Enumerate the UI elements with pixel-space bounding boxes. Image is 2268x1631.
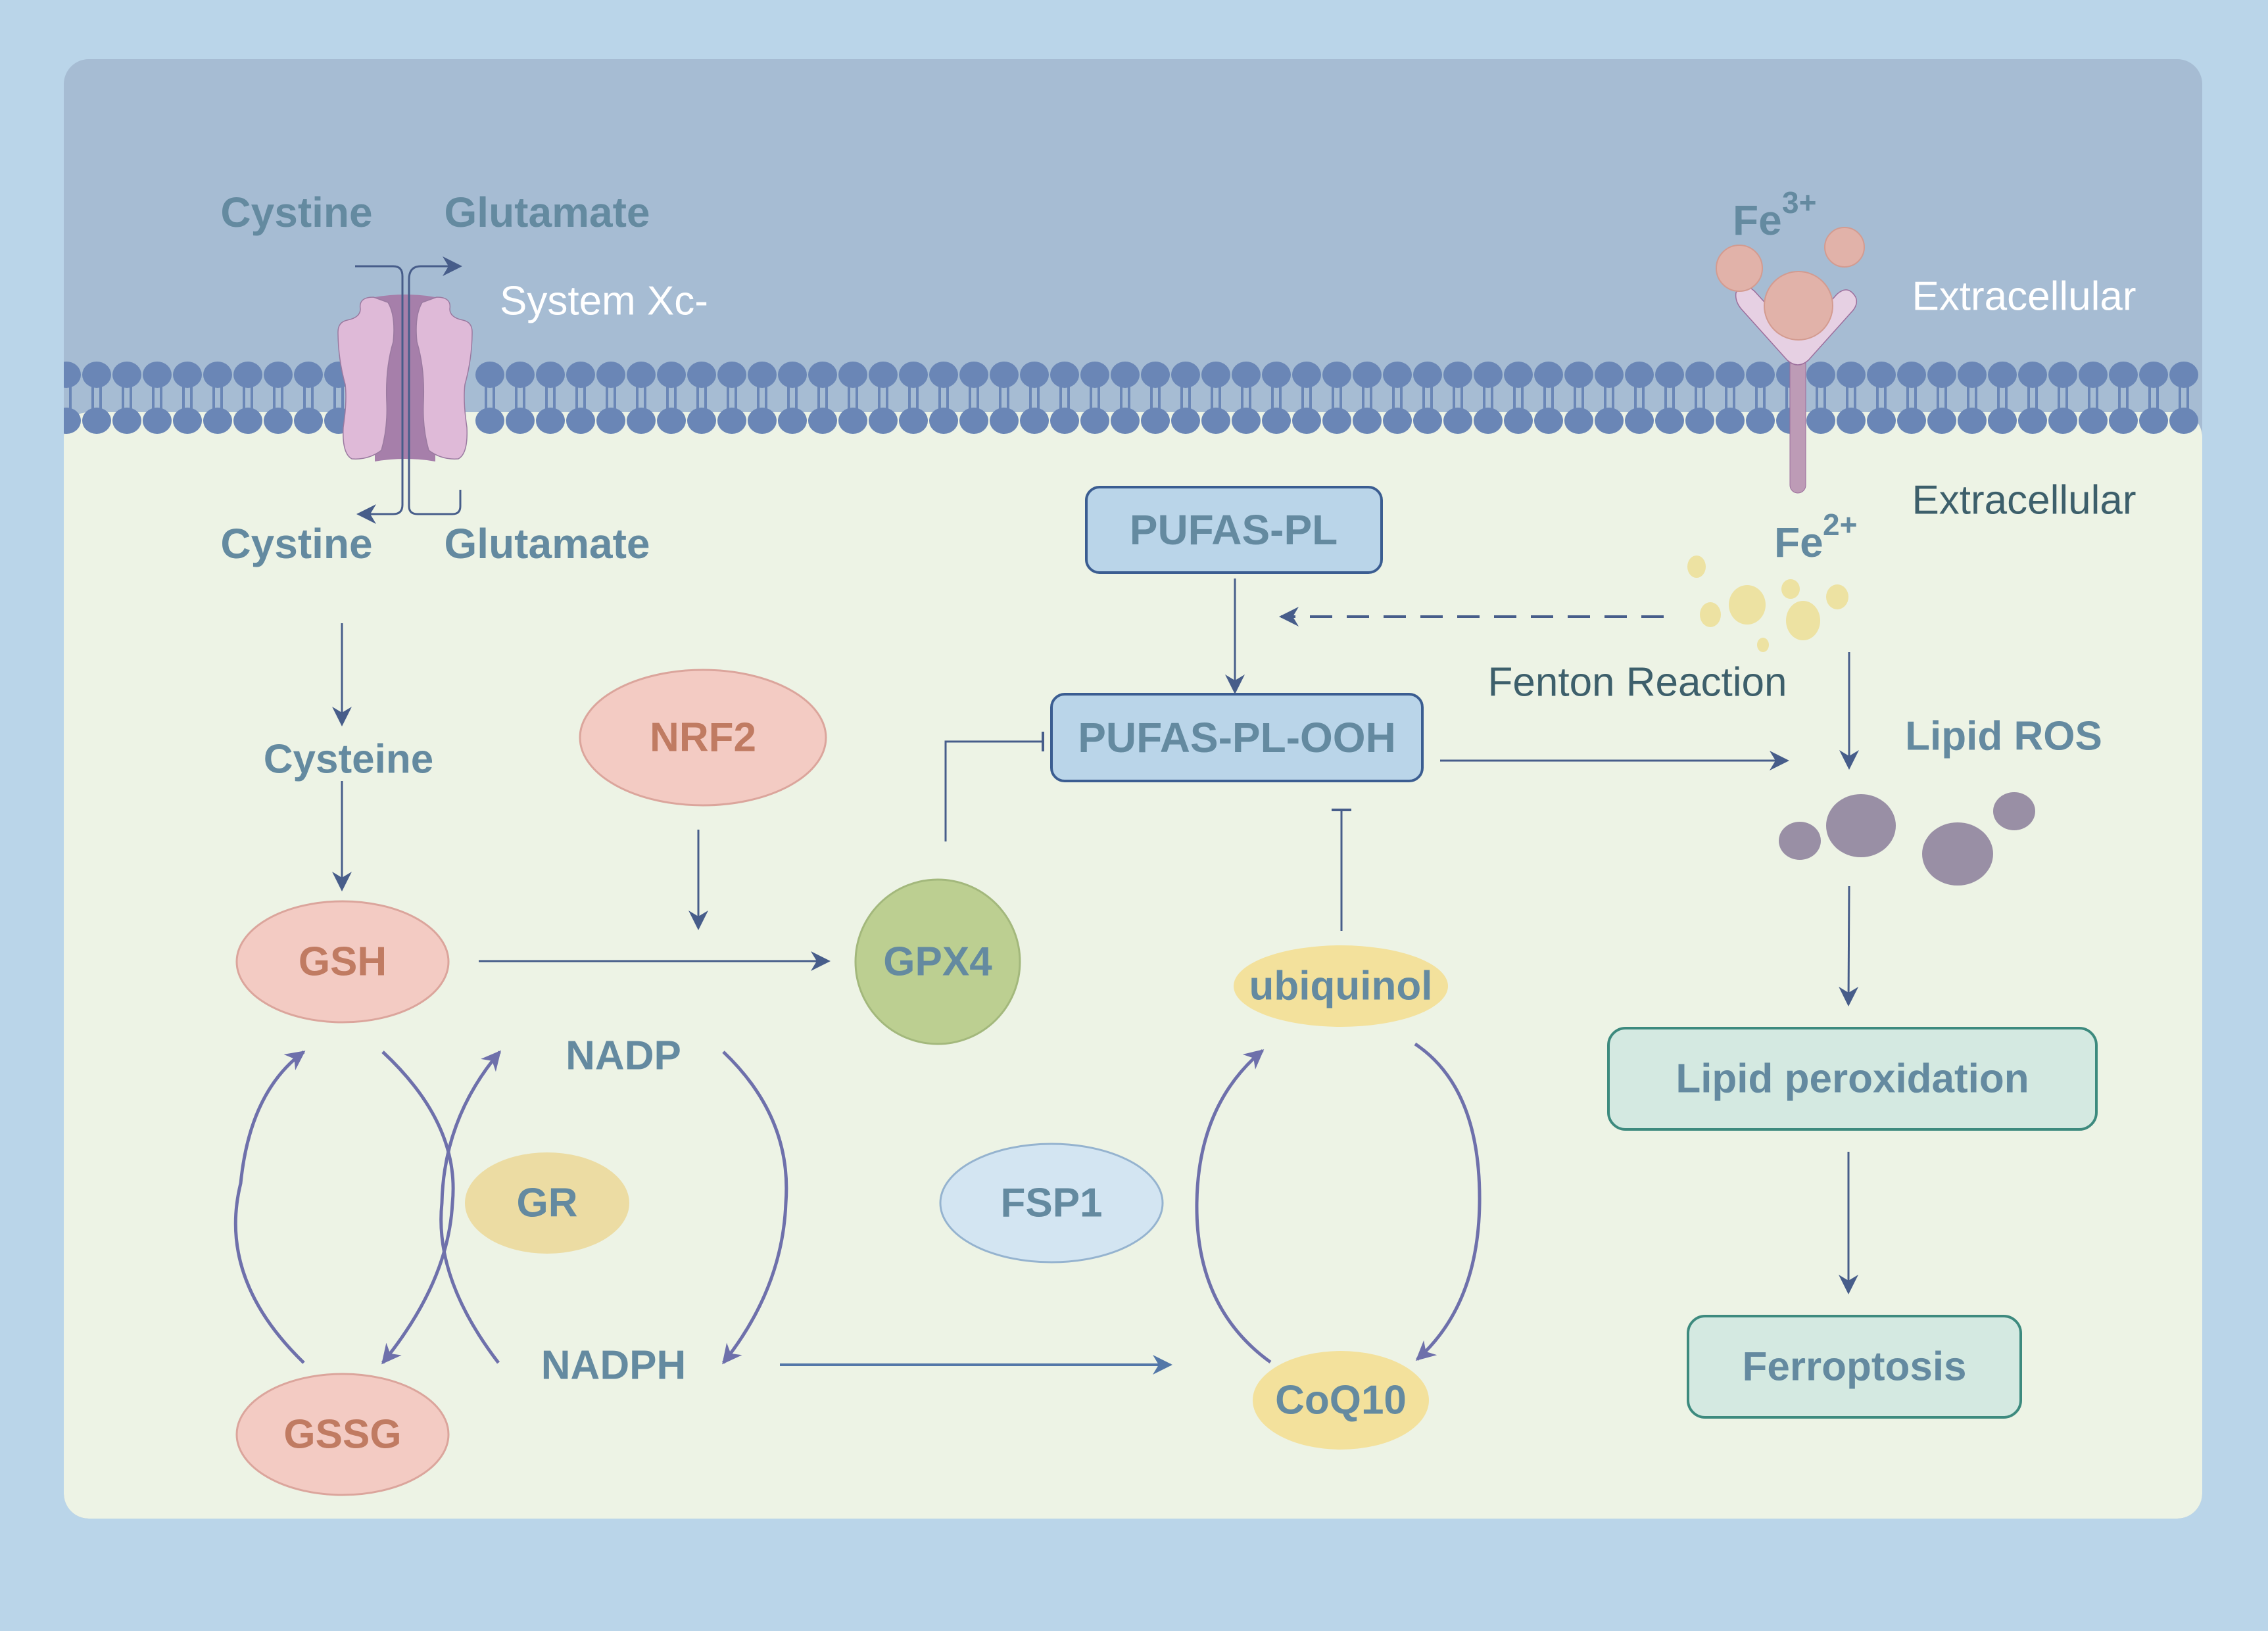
node-fsp1[interactable]: FSP1 [939, 1143, 1164, 1264]
node-ubiquinol[interactable]: ubiquinol [1234, 945, 1448, 1027]
ubiquinol-ellipse [1234, 945, 1448, 1027]
inhibit-gpx4-to-pufas-pl-ooh [944, 732, 1044, 841]
arrow-gssg-to-gsh [233, 1050, 306, 1364]
fenton-reaction-label: Fenton Reaction [1488, 660, 1787, 705]
lipid-peroxidation-rect [1607, 1027, 2098, 1131]
system-xc-transporter [337, 256, 473, 524]
nrf2-ellipse [579, 669, 827, 807]
gssg-label: GSSG [283, 1412, 401, 1457]
lipid-ros-particles [1779, 792, 2035, 886]
gssg-ellipse [235, 1373, 450, 1496]
arrow-nadp-to-nadph [722, 1051, 788, 1365]
cystine-import-arrow [355, 265, 404, 524]
fe2-particle [1826, 584, 1848, 609]
pufas-pl-ooh-label: PUFAS-PL-OOH [1078, 714, 1396, 761]
ferroptosis-label: Ferroptosis [1742, 1344, 1966, 1390]
box-lipid-peroxidation[interactable]: Lipid peroxidation [1607, 1027, 2098, 1131]
pufas-pl-label: PUFAS-PL [1130, 506, 1338, 554]
box-pufas-pl-ooh[interactable]: PUFAS-PL-OOH [1050, 693, 1424, 782]
arrow-gsh-to-gssg [381, 1051, 455, 1365]
fe2-base-label: Fe [1774, 519, 1823, 566]
glutamate-extracellular-label: Glutamate [445, 189, 650, 236]
fe2-particle [1786, 601, 1820, 640]
lipid-ros-label: Lipid ROS [1905, 714, 2102, 759]
arrow-ubiquinol-to-coq10 [1414, 1042, 1482, 1361]
node-gpx4[interactable]: GPX4 [854, 878, 1021, 1045]
system-xc-label: System Xc- [500, 279, 708, 324]
lipid-ros-particle [1993, 792, 2035, 830]
gr-ellipse [465, 1152, 629, 1254]
fe3-particle [1716, 245, 1763, 292]
arrow-lipid-ros-to-peroxidation [1839, 886, 1859, 1006]
ubiquinol-label: ubiquinol [1249, 964, 1433, 1009]
node-gssg[interactable]: GSSG [235, 1373, 450, 1496]
fsp1-ellipse [939, 1143, 1164, 1264]
fsp1-label: FSP1 [1000, 1181, 1102, 1226]
glutathione-cycle-arrows [233, 1050, 788, 1365]
extracellular-label-top: Extracellular [1912, 274, 2136, 319]
fe3-particle [1824, 227, 1865, 268]
lipid-ros-particle [1922, 822, 1993, 886]
fe2-particle [1781, 579, 1800, 599]
fe2-label: Fe 2+ [1774, 508, 1857, 566]
nadp-label: NADP [566, 1033, 681, 1079]
node-gsh[interactable]: GSH [235, 900, 450, 1024]
pufas-pl-ooh-rect [1050, 693, 1424, 782]
fe2-particle [1729, 585, 1766, 625]
fe3-charge-label: 3+ [1782, 185, 1816, 220]
gr-label: GR [517, 1181, 578, 1226]
pufas-pl-rect [1085, 486, 1383, 574]
cystine-intracellular-label: Cystine [220, 520, 372, 567]
gpx4-label: GPX4 [883, 939, 992, 985]
fe2-charge-label: 2+ [1823, 508, 1857, 542]
transporter-left-subunit [337, 296, 395, 460]
nrf2-label: NRF2 [650, 715, 756, 761]
transporter-right-subunit [416, 296, 473, 460]
coq10-label: CoQ10 [1275, 1378, 1407, 1423]
coq10-ellipse [1253, 1351, 1429, 1450]
box-pufas-pl[interactable]: PUFAS-PL [1085, 486, 1383, 574]
fe2-particle [1687, 555, 1706, 578]
node-coq10[interactable]: CoQ10 [1253, 1351, 1429, 1450]
cystine-extracellular-label: Cystine [220, 189, 372, 236]
connectors [332, 579, 1859, 1375]
lipid-ros-particle [1826, 794, 1896, 857]
cell-frame [64, 59, 2202, 1519]
lipid-peroxidation-label: Lipid peroxidation [1676, 1056, 2029, 1102]
fe2-particle [1757, 638, 1769, 652]
transferrin-receptor [1716, 227, 1865, 494]
lipid-ros-particle [1779, 822, 1821, 860]
fe3-base-label: Fe [1733, 197, 1782, 244]
node-nrf2[interactable]: NRF2 [579, 669, 827, 807]
ferroptosis-rect [1687, 1315, 2022, 1419]
fe2-particles [1687, 555, 1848, 652]
fe3-particle [1764, 271, 1833, 341]
coq10-cycle-arrows [1195, 1042, 1482, 1364]
gsh-ellipse [235, 900, 450, 1024]
cysteine-label: Cysteine [264, 737, 433, 782]
fe3-label: Fe 3+ [1733, 185, 1816, 244]
node-gr[interactable]: GR [465, 1152, 629, 1254]
nadph-label: NADPH [541, 1343, 686, 1388]
gpx4-circle [854, 878, 1021, 1045]
gsh-label: GSH [299, 939, 387, 985]
box-ferroptosis[interactable]: Ferroptosis [1687, 1315, 2022, 1419]
glutamate-export-arrow [408, 256, 462, 515]
extracellular-label-bottom: Extracellular [1912, 478, 2136, 523]
arrow-nadph-to-nadp [439, 1050, 501, 1364]
fe2-particle [1700, 602, 1721, 627]
glutamate-intracellular-label: Glutamate [445, 520, 650, 567]
arrow-coq10-to-ubiquinol [1195, 1049, 1272, 1364]
